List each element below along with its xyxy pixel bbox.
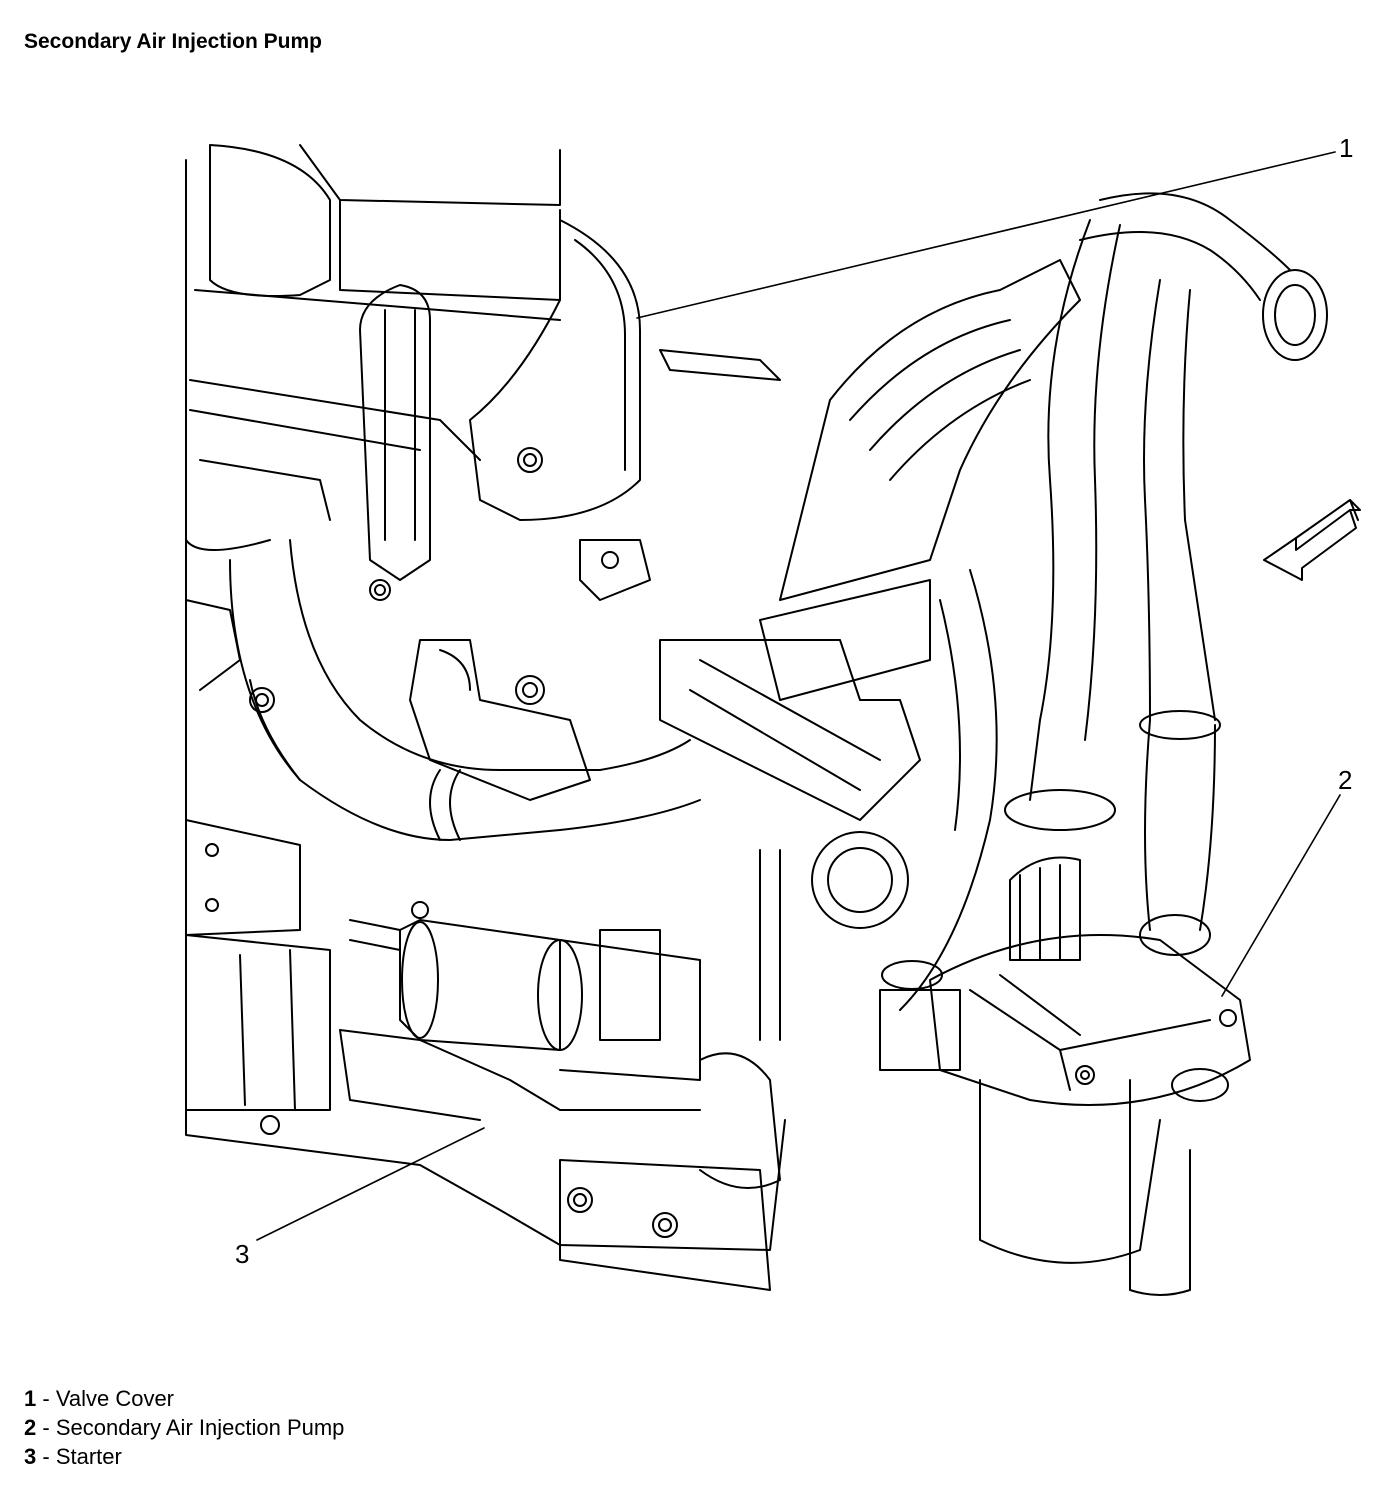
flywheel (759, 569, 998, 1041)
callout-leaders (256, 151, 1341, 1241)
leader-line-3 (256, 1127, 485, 1241)
leader-line-1 (636, 151, 1336, 319)
air-duct (659, 259, 1081, 821)
callout-number-3: 3 (235, 1239, 249, 1269)
legend-item: 3 - Starter (24, 1442, 344, 1471)
starter (339, 901, 781, 1291)
legend-number: 1 (24, 1386, 37, 1411)
coolant-hoses (1004, 192, 1328, 931)
callout-number-1: 1 (1339, 133, 1353, 163)
legend-item: 2 - Secondary Air Injection Pump (24, 1413, 344, 1442)
intake-tube (229, 539, 701, 841)
air-injection-pump (879, 856, 1251, 1296)
legend-separator: - (36, 1415, 56, 1440)
legend: 1 - Valve Cover 2 - Secondary Air Inject… (24, 1384, 344, 1471)
center-bracket (409, 349, 781, 801)
legend-label: Secondary Air Injection Pump (55, 1415, 345, 1440)
legend-label: Starter (55, 1444, 122, 1469)
engine-block (185, 144, 786, 1251)
leader-line-2 (1221, 794, 1341, 997)
legend-item: 1 - Valve Cover (24, 1384, 344, 1413)
page-title: Secondary Air Injection Pump (24, 30, 322, 53)
callout-number-2: 2 (1338, 765, 1352, 795)
legend-number: 2 (24, 1415, 37, 1440)
legend-number: 3 (24, 1444, 37, 1469)
valve-cover (359, 219, 641, 601)
legend-separator: - (36, 1386, 56, 1411)
legend-separator: - (36, 1444, 56, 1469)
direction-arrow-icon (1263, 499, 1361, 581)
legend-label: Valve Cover (55, 1386, 175, 1411)
